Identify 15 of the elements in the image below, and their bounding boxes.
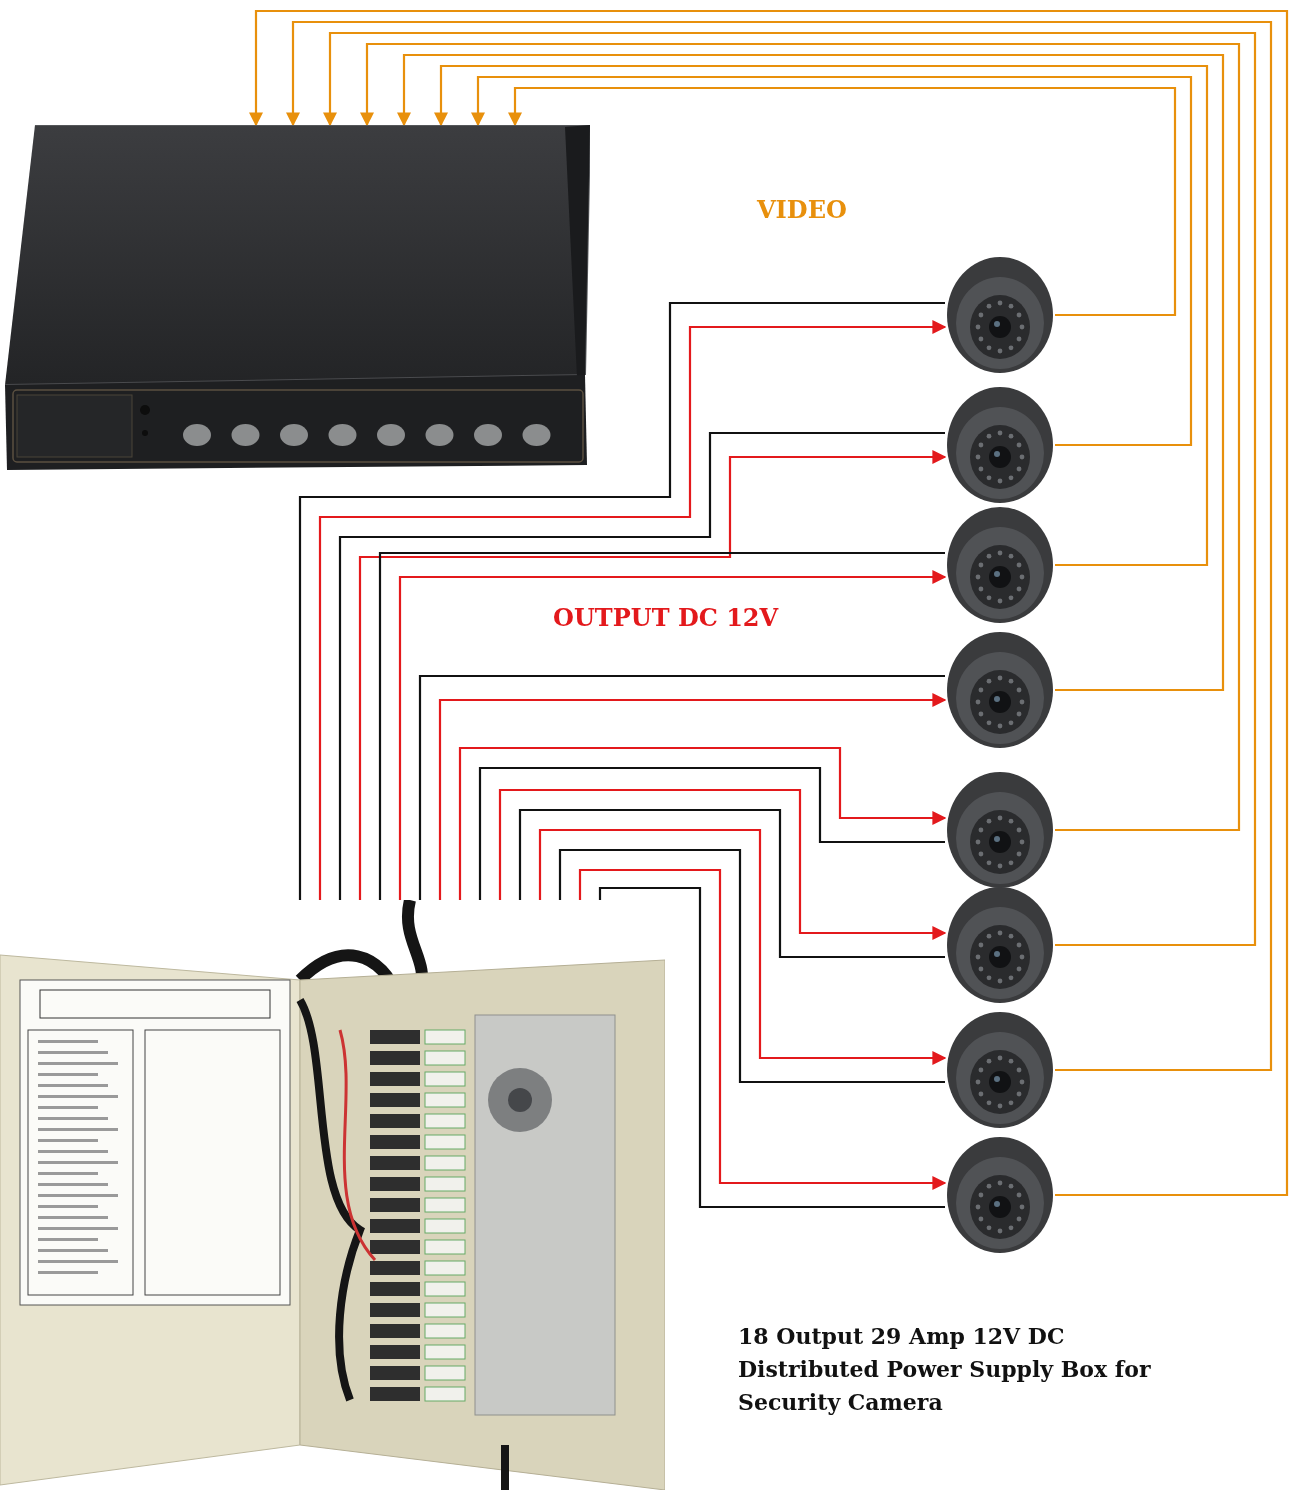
wire-arrow [397, 53, 1225, 692]
wire-group-label: OUTPUT DC 12V [553, 603, 779, 632]
wire-arrow [323, 31, 1257, 947]
caption: 18 Output 29 Amp 12V DC Distributed Power Supply Box for Security Camera [738, 1322, 1152, 1417]
wire-arrow [508, 86, 1177, 317]
wire-arrow [434, 64, 1209, 567]
wire-arrow [286, 20, 1273, 1072]
wire-arrow [498, 788, 947, 940]
wire-arrow [471, 75, 1193, 447]
wire-arrow [360, 42, 1241, 832]
wire-arrow [578, 868, 947, 1190]
wire-group-label: VIDEO [757, 195, 847, 224]
wire-arrow [458, 746, 947, 900]
wire-arrow [249, 9, 1289, 1197]
wire-arrow [538, 828, 947, 1065]
